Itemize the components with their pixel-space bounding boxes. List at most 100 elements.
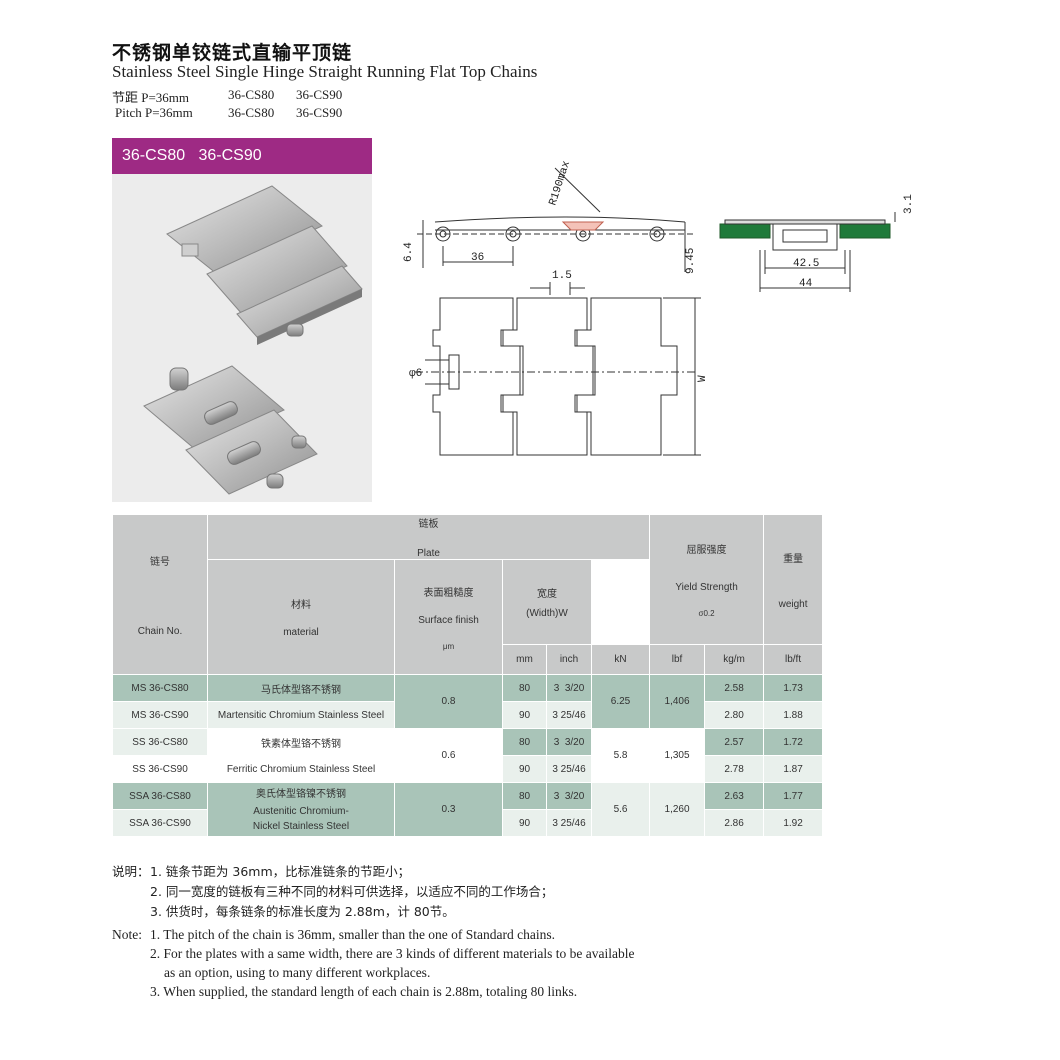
unit-lbf: lbf <box>649 644 706 675</box>
material-cell: 奥氏体型铬镍不锈钢 Austenitic Chromium-Nickel Sta… <box>207 782 395 837</box>
plate-en: Plate <box>417 548 440 559</box>
upper-chain-links <box>166 185 363 345</box>
yield-cn: 屈服强度 <box>686 545 727 556</box>
mm-cell: 80 <box>502 674 547 702</box>
model-cs80-2: 36-CS80 <box>228 105 275 120</box>
dim-3-1: 3.1 <box>903 194 915 214</box>
mm-cell: 80 <box>502 728 547 756</box>
surface-header: 表面粗糙度 Surface finish μm <box>394 559 503 675</box>
product-photo-panel: 36-CS80 36-CS90 <box>112 138 372 502</box>
note-en-1: 1. The pitch of the chain is 36mm, small… <box>150 927 556 942</box>
dim-36: 36 <box>471 252 484 264</box>
note-en-3: 3. When supplied, the standard length of… <box>150 984 578 999</box>
lbft-cell: 1.73 <box>763 674 824 702</box>
material-header: 材料 material <box>207 559 395 675</box>
material-en-cell: Martensitic Chromium Stainless Steel <box>207 701 395 729</box>
material-cn-cell: 铁素体型铬不锈钢 <box>207 728 395 756</box>
pitch-cn: 节距 P=36mm <box>112 90 190 105</box>
note-cn-1: 1. 链条节距为 36mm，比标准链条的节距小； <box>150 864 411 879</box>
dim-r190max: R190max <box>547 159 573 207</box>
surface-cell: 0.3 <box>394 782 503 837</box>
chain-cell: SSA 36-CS80 <box>112 782 208 810</box>
lbf-cell: 1,406 <box>649 674 706 729</box>
unit-inch: inch <box>546 644 592 675</box>
unit-mm: mm <box>502 644 547 675</box>
model-cs80: 36-CS80 <box>228 87 275 102</box>
lbft-cell: 1.77 <box>763 782 824 810</box>
dim-6-4: 6.4 <box>403 242 415 262</box>
notes-en-label: Note: <box>112 927 142 942</box>
chain-cell: MS 36-CS90 <box>112 701 208 729</box>
dim-1-5: 1.5 <box>552 270 572 282</box>
dim-44: 44 <box>799 278 813 290</box>
table-row: SSA 36-CS90 90 3 25/46 2.86 1.92 <box>112 809 824 837</box>
inch-cell: 3 25/46 <box>546 701 592 729</box>
surface-cell: 0.8 <box>394 674 503 729</box>
mm-cell: 90 <box>502 809 547 837</box>
inch-cell: 3 3/20 <box>546 782 592 810</box>
note-en-2b: as an option, using to many different wo… <box>164 965 431 980</box>
lbft-cell: 1.88 <box>763 701 824 729</box>
material-cn-cell: 奥氏体型铬镍不锈钢 <box>256 789 346 800</box>
kn-cell: 5.8 <box>590 728 651 783</box>
kn-cell: 5.6 <box>590 782 651 837</box>
model-cs90: 36-CS90 <box>296 87 343 102</box>
surface-en: Surface finish <box>418 614 479 626</box>
material-cn: 材料 <box>291 600 311 611</box>
note-cn-3: 3. 供货时，每条链条的标准长度为 2.88m，计 80节。 <box>150 904 455 919</box>
dim-42-5: 42.5 <box>793 258 819 270</box>
kgm-cell: 2.86 <box>704 809 765 837</box>
spec-table: 链号 Chain No. 链板 Plate 屈服强度 Yield Strengt… <box>112 514 824 837</box>
kgm-cell: 2.80 <box>704 701 765 729</box>
plate-cn: 链板 <box>418 519 439 530</box>
lbft-cell: 1.87 <box>763 755 824 783</box>
surface-unit: μm <box>442 641 455 651</box>
yield-header: 屈服强度 Yield Strength σ0.2 <box>649 514 765 645</box>
chain-cell: MS 36-CS80 <box>112 674 208 702</box>
chain-no-en: Chain No. <box>137 625 183 637</box>
notes-cn-label: 说明： <box>112 864 150 879</box>
notes-cn: 说明： 1. 链条节距为 36mm，比标准链条的节距小； 2. 同一宽度的链板有… <box>112 862 553 922</box>
title-cn: 不锈钢单铰链式直输平顶链 <box>112 42 353 64</box>
unit-lbft: lb/ft <box>763 644 824 675</box>
kn-cell: 6.25 <box>590 674 651 729</box>
dim-9-45: 9.45 <box>685 248 697 274</box>
weight-en: weight <box>778 598 808 610</box>
material-en: material <box>283 627 319 638</box>
product-header: 36-CS80 36-CS90 <box>112 138 372 174</box>
inch-cell: 3 3/20 <box>546 728 592 756</box>
kgm-cell: 2.78 <box>704 755 765 783</box>
width-en: (Width)W <box>526 608 568 619</box>
yield-en: Yield Strength <box>675 582 738 593</box>
pitch-en: Pitch P=36mm <box>115 105 193 120</box>
chain-cell: SS 36-CS90 <box>112 755 208 783</box>
inch-cell: 3 25/46 <box>546 755 592 783</box>
kgm-cell: 2.57 <box>704 728 765 756</box>
mm-cell: 90 <box>502 701 547 729</box>
plate-header: 链板 Plate <box>206 514 651 560</box>
lbf-cell: 1,260 <box>649 782 706 837</box>
inch-cell: 3 25/46 <box>546 809 592 837</box>
material-cn-cell: 马氏体型铬不锈钢 <box>207 674 395 702</box>
unit-kn: kN <box>590 644 651 675</box>
kgm-cell: 2.58 <box>704 674 765 702</box>
surface-cell: 0.6 <box>394 728 503 783</box>
inch-cell: 3 3/20 <box>546 674 592 702</box>
table-row: SSA 36-CS80 奥氏体型铬镍不锈钢 Austenitic Chromiu… <box>112 782 824 837</box>
chain-product-photo <box>143 185 363 495</box>
lbft-cell: 1.92 <box>763 809 824 837</box>
table-row: MS 36-CS80 马氏体型铬不锈钢 0.8 80 3 3/20 6.25 1… <box>112 674 824 729</box>
chain-no-cn: 链号 <box>150 556 170 568</box>
model-cs90-2: 36-CS90 <box>296 105 343 120</box>
dim-w: W <box>697 375 709 382</box>
chain-no-header: 链号 Chain No. <box>112 514 208 675</box>
yield-sym: σ0.2 <box>698 609 715 618</box>
width-cn: 宽度 <box>537 589 557 600</box>
lbft-cell: 1.72 <box>763 728 824 756</box>
weight-header: 重量 weight <box>763 514 824 645</box>
table-row: SS 36-CS90 Ferritic Chromium Stainless S… <box>112 755 824 783</box>
dim-phi6: φ6 <box>409 368 422 380</box>
mm-cell: 80 <box>502 782 547 810</box>
note-cn-2: 2. 同一宽度的链板有三种不同的材料可供选择，以适应不同的工作场合； <box>150 884 554 899</box>
lower-chain-links <box>143 365 318 495</box>
